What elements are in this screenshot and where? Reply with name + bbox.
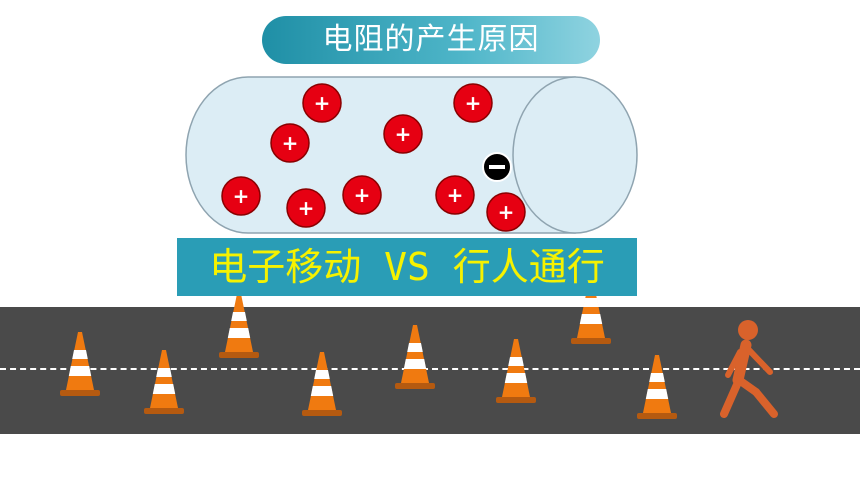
- positive-ion: +: [286, 188, 326, 228]
- svg-text:+: +: [298, 196, 315, 220]
- positive-ion: +: [486, 192, 526, 232]
- positive-ion: +: [453, 83, 493, 123]
- traffic-cone-icon: [395, 325, 435, 389]
- page-title: 电阻的产生原因: [262, 16, 600, 64]
- positive-ions: + + + + + + + + +: [221, 83, 526, 232]
- svg-text:+: +: [465, 91, 482, 115]
- svg-text:+: +: [354, 183, 371, 207]
- positive-ion: +: [383, 114, 423, 154]
- traffic-cone-icon: [496, 339, 536, 403]
- road: [0, 307, 860, 434]
- traffic-cone-icon: [144, 350, 184, 414]
- svg-text:+: +: [233, 184, 250, 208]
- svg-text:+: +: [447, 183, 464, 207]
- conductor-end-face: [512, 76, 638, 234]
- positive-ion: +: [270, 123, 310, 163]
- traffic-cone-icon: [302, 352, 342, 416]
- positive-ion: +: [342, 175, 382, 215]
- traffic-cone-icon: [60, 332, 100, 396]
- positive-ion: +: [302, 83, 342, 123]
- svg-text:+: +: [395, 122, 412, 146]
- svg-text:+: +: [314, 91, 331, 115]
- road-lane-marking: [0, 368, 860, 370]
- svg-text:+: +: [282, 131, 299, 155]
- positive-ion: +: [221, 176, 261, 216]
- svg-text:+: +: [498, 200, 515, 224]
- positive-ion: +: [435, 175, 475, 215]
- traffic-cone-icon: [637, 355, 677, 419]
- traffic-cones: [60, 280, 677, 419]
- banner-caption: 电子移动 VS 行人通行: [177, 238, 637, 296]
- traffic-cone-icon: [219, 294, 259, 358]
- electron: [482, 152, 512, 182]
- pedestrian-icon: [720, 320, 778, 418]
